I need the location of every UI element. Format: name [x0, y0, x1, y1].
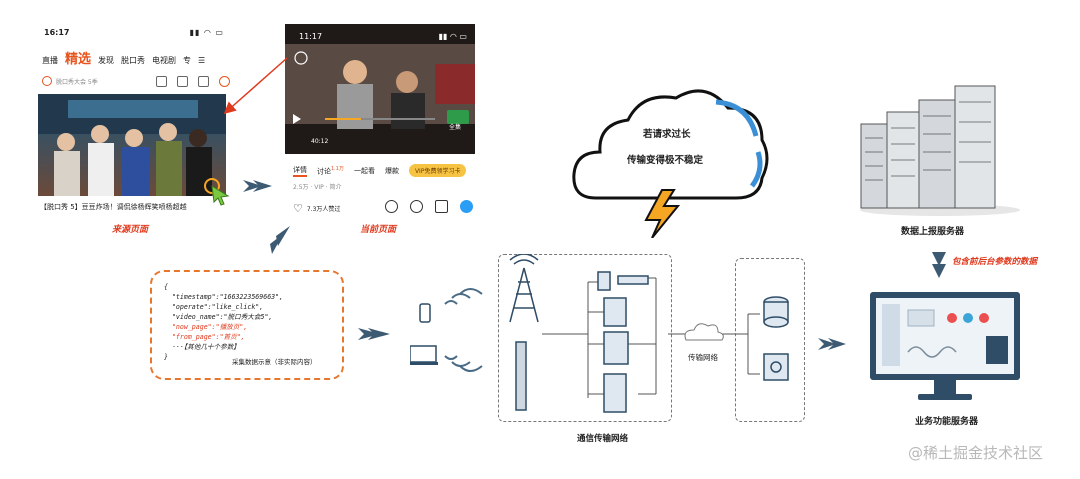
tab-discuss[interactable]: 讨论1.1万 — [317, 165, 344, 176]
coin-icon[interactable] — [385, 200, 398, 213]
upload-server-label: 数据上报服务器 — [901, 227, 965, 237]
tap-cursor-icon — [204, 178, 230, 206]
tab-tv[interactable]: 电视剧 — [152, 56, 177, 65]
code-line: "video_name":"脱口秀大会5", — [164, 313, 273, 321]
profile-icon[interactable] — [219, 75, 230, 87]
search-icon — [42, 76, 52, 86]
cloud-text-line2: 传输变得极不稳定 — [627, 155, 704, 166]
sample-data-box — [150, 270, 344, 380]
action-icons — [385, 200, 473, 213]
network-equipment — [509, 254, 789, 413]
communication-network-box — [498, 254, 672, 422]
status-time: 16:17 — [44, 28, 70, 37]
tab-detail[interactable]: 详情 — [293, 165, 307, 177]
source-phone-screenshot: 16:17 ▮▮ ◠ ▭ 直播 精选 发现 脱口秀 电视剧 专 ☰ 脱口秀大会 … — [36, 22, 232, 218]
code-line: } — [164, 353, 168, 361]
video-tag: 全集 — [449, 124, 462, 131]
tab-featured[interactable]: 精选 — [65, 52, 92, 67]
phone-icon — [419, 303, 431, 323]
detail-tabs: 详情 讨论1.1万 一起看 爆款 VIP免费领学习卡 — [293, 164, 467, 177]
server-tower-icons — [860, 85, 996, 209]
laptop-icon — [410, 345, 437, 363]
header-icons — [156, 75, 230, 87]
video-meta: 2.5万 · VIP · 简介 — [293, 184, 342, 191]
source-page-label: 来源页面 — [112, 225, 149, 235]
business-server-monitor — [870, 292, 1020, 400]
channel-tabs: 直播 精选 发现 脱口秀 电视剧 专 ☰ — [42, 48, 205, 67]
tab-talkshow[interactable]: 脱口秀 — [121, 56, 146, 65]
sample-data-caption: 采集数据示意（非实际内容） — [232, 358, 317, 366]
watermark: @稀土掘金技术社区 — [908, 444, 1044, 462]
featured-thumbnail[interactable] — [38, 94, 226, 196]
client-devices — [410, 303, 438, 365]
cell-tower-icon — [509, 254, 539, 323]
status-icons: ▮▮ ◠ ▭ — [189, 28, 224, 37]
source-link-arrow — [223, 57, 288, 114]
signal-waves — [444, 288, 483, 372]
lightning-icon — [644, 189, 681, 238]
download-icon[interactable] — [177, 75, 188, 87]
search-bar[interactable]: 脱口秀大会 5季 — [42, 74, 230, 88]
tab-discover[interactable]: 发现 — [98, 56, 115, 65]
database-icons — [763, 296, 789, 381]
like-count: 7.3万人赞过 — [306, 206, 341, 213]
cloud-text-line1: 若请求过长 — [643, 129, 691, 140]
share-icon[interactable] — [460, 200, 473, 213]
current-page-label: 当前页面 — [360, 225, 397, 235]
tab-watch-together[interactable]: 一起看 — [353, 166, 375, 175]
video-frame — [285, 24, 475, 154]
code-line: "operate":"like_click", — [164, 303, 264, 311]
video-player[interactable]: 11:17 ▮▮ ◠ ▭ 40:12 全集 — [285, 24, 475, 154]
thumbnail-people — [38, 94, 226, 196]
menu-icon[interactable]: ☰ — [198, 56, 206, 65]
status-time: 11:17 — [299, 32, 323, 41]
status-icons: ▮▮ ◠ ▭ — [438, 32, 467, 41]
tab-more[interactable]: 专 — [183, 56, 192, 65]
code-line: "timestamp":"1663223569663", — [164, 293, 284, 301]
unstable-cloud — [572, 89, 769, 238]
antenna-panel-icon — [515, 341, 527, 411]
tab-hot[interactable]: 爆款 — [384, 166, 399, 175]
image-icon[interactable] — [156, 75, 167, 87]
vip-button[interactable]: VIP免费领学习卡 — [408, 164, 467, 177]
video-timestamp: 40:12 — [311, 138, 329, 145]
network-label: 通信传输网络 — [577, 434, 629, 444]
business-server-label: 业务功能服务器 — [915, 417, 979, 427]
server-slots — [865, 101, 991, 181]
upload-server-rack — [860, 85, 1020, 216]
flow-arrows — [243, 180, 946, 350]
code-line-now-page: "now_page":"播放页", — [164, 323, 248, 331]
video-caption[interactable]: 【脱口秀 5】豆豆炸场！调侃徐杨辉笑喷杨超越 — [40, 203, 187, 211]
history-icon[interactable] — [198, 75, 209, 87]
code-line: ···【其他几十个参数】 — [164, 343, 240, 351]
playlist-icon[interactable] — [410, 200, 423, 213]
transfer-cloud-icon — [684, 323, 724, 341]
download-icon[interactable] — [435, 200, 448, 213]
code-line: { — [164, 283, 168, 291]
tab-live[interactable]: 直播 — [42, 56, 58, 65]
network-racks — [597, 271, 649, 413]
sample-data-code: { "timestamp":"1663223569663", "operate"… — [164, 282, 283, 362]
transfer-network-label: 传输网络 — [688, 353, 718, 362]
transfer-network-box — [735, 258, 805, 422]
params-note: 包含前后台参数的数据 — [952, 257, 1038, 267]
current-phone-screenshot: 11:17 ▮▮ ◠ ▭ 40:12 全集 详情 讨论1.1万 一起看 爆款 V… — [285, 24, 477, 224]
code-line-from-page: "from_page":"首页", — [164, 333, 245, 341]
heart-icon[interactable]: ♡ — [293, 202, 303, 215]
search-placeholder: 脱口秀大会 5季 — [56, 78, 98, 86]
like-row[interactable]: ♡ 7.3万人赞过 — [293, 202, 340, 215]
